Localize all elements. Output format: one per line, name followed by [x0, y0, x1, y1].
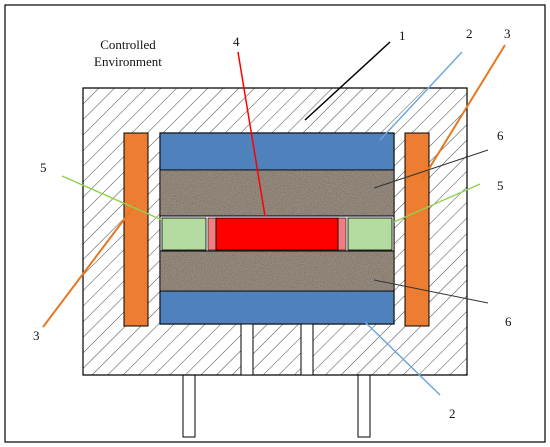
plate-bottom — [159, 290, 395, 325]
support-posts — [240, 323, 314, 376]
specimen-edge-right — [337, 217, 347, 251]
support-legs — [182, 374, 371, 438]
callout-spacer-right: 5 — [497, 178, 504, 193]
specimen — [215, 217, 339, 251]
callout-plate-top: 2 — [466, 26, 473, 41]
plate-top — [159, 132, 395, 171]
leader-2-top — [379, 51, 463, 141]
leader-5-right — [393, 183, 481, 223]
spacer-right — [347, 217, 393, 251]
leader-6-top — [373, 149, 489, 189]
insulation-top — [159, 169, 395, 217]
callout-plate-bottom: 2 — [449, 406, 456, 421]
leader-2-bottom — [364, 321, 441, 396]
leader-3-left — [42, 204, 136, 328]
leader-4 — [237, 51, 266, 217]
callout-heater-left: 3 — [33, 328, 40, 343]
specimen-edge-left — [207, 217, 217, 251]
callout-spacer-left: 5 — [40, 160, 47, 175]
callout-housing: 1 — [399, 28, 406, 43]
spacer-left — [161, 217, 207, 251]
chamber-border — [4, 4, 546, 443]
leader-lines — [42, 41, 506, 396]
callout-specimen: 4 — [233, 34, 240, 49]
leader-1 — [304, 41, 391, 121]
title-line-2: Environment — [94, 54, 162, 69]
callout-heater-right: 3 — [504, 26, 511, 41]
insulation-bottom — [159, 250, 395, 292]
heater-left — [123, 132, 149, 327]
leader-3-right — [421, 44, 506, 181]
leader-6-bottom — [373, 279, 489, 304]
leader-5-left — [61, 175, 163, 221]
heater-right — [404, 132, 430, 327]
title-line-1: Controlled — [100, 37, 156, 52]
callout-insulation-top: 6 — [497, 128, 504, 143]
callout-insulation-bottom: 6 — [505, 314, 512, 329]
